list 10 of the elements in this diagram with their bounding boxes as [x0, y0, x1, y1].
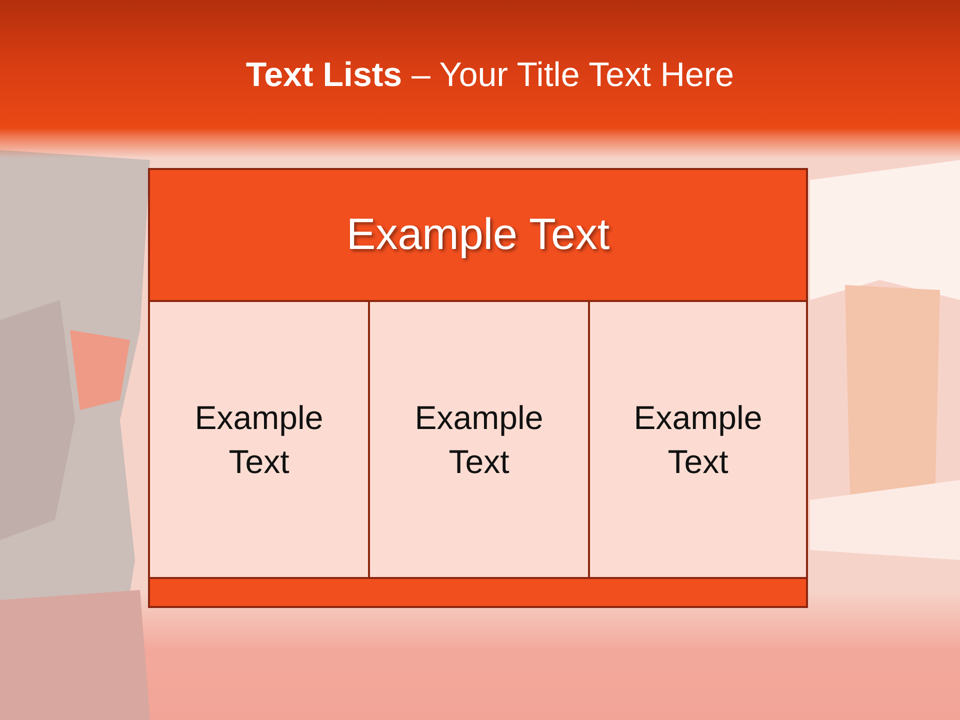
text-panel — [148, 300, 370, 579]
panel-text: Example Text — [632, 398, 764, 482]
text-panel — [588, 300, 808, 579]
panel-text: Example Text — [194, 398, 324, 482]
text-panel — [368, 300, 590, 579]
header-band — [148, 168, 808, 302]
panel-text: Example Text — [414, 398, 544, 482]
footer-bar — [148, 577, 808, 608]
header-text: Example Text — [346, 209, 610, 261]
slide-title: Text Lists – Your Title Text Here — [244, 55, 736, 96]
